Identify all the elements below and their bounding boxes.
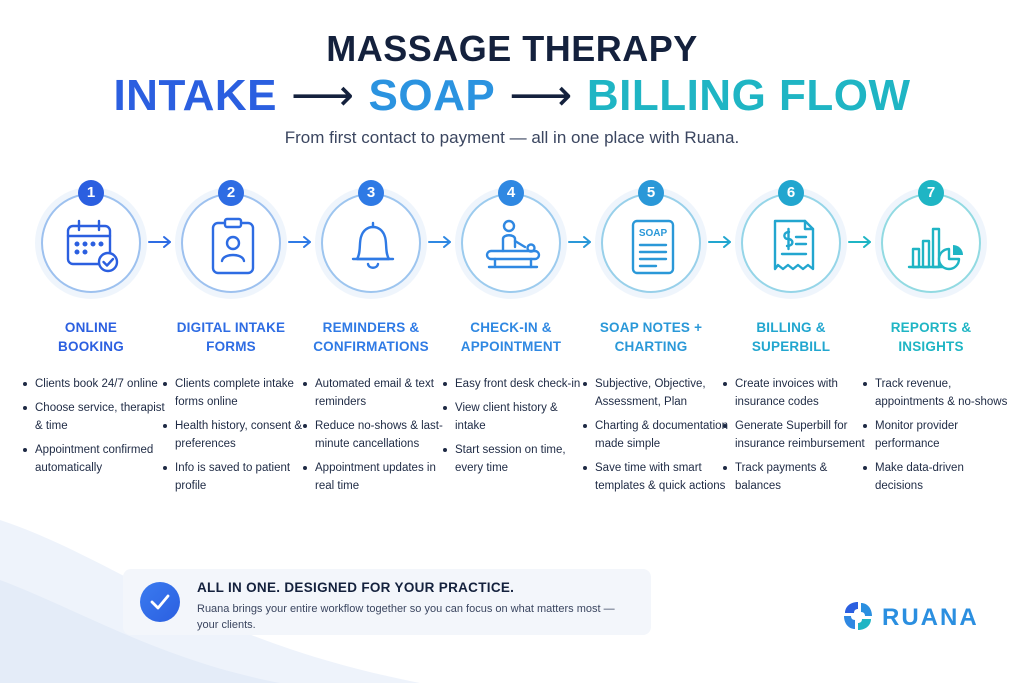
step-number-badge: 5: [638, 180, 664, 206]
headline-billing-flow: BILLING FLOW: [586, 71, 911, 120]
all-in-one-banner: ALL IN ONE. DESIGNED FOR YOUR PRACTICE. …: [123, 569, 651, 635]
list-item: Clients book 24/7 online: [21, 375, 171, 393]
step-bullet-list: Automated email & text reminders Reduce …: [301, 375, 451, 501]
step-bullet-list: Subjective, Objective, Assessment, Plan …: [581, 375, 731, 501]
massage-table-icon: [485, 219, 541, 269]
invoice-dollar-icon: [773, 219, 815, 271]
list-item: Choose service, therapist & time: [21, 399, 171, 435]
step-bullet-list: Clients book 24/7 online Choose service,…: [21, 375, 171, 483]
list-item: Automated email & text reminders: [301, 375, 451, 411]
page-headline: INTAKE ⟶ SOAP ⟶ BILLING FLOW: [0, 70, 1024, 121]
page-subtitle: From first contact to payment — all in o…: [284, 128, 740, 147]
step-title-line: INSIGHTS: [898, 339, 964, 354]
step-title-line: BILLING &: [756, 320, 826, 335]
flow-arrow-icon: [568, 236, 591, 248]
list-item: Generate Superbill for insurance reimbur…: [721, 417, 871, 453]
bar-pie-chart-icon: [907, 227, 963, 271]
step-icon-circle: SOAP: [601, 193, 701, 293]
step-icon-circle: [461, 193, 561, 293]
step-title: CHECK-IN & APPOINTMENT: [435, 318, 587, 356]
headline-arrow-2: ⟶: [509, 71, 573, 120]
step-bullet-list: Easy front desk check-in View client his…: [441, 375, 591, 483]
page-title: MASSAGE THERAPY: [326, 28, 698, 69]
flow-arrow-icon: [288, 236, 311, 248]
headline-intake: INTAKE: [113, 71, 277, 120]
list-item: Appointment confirmed automatically: [21, 441, 171, 477]
step-title-line: REPORTS &: [890, 320, 972, 335]
step-title: SOAP NOTES + CHARTING: [575, 318, 727, 356]
list-item: Track payments & balances: [721, 459, 871, 495]
step-number-badge: 6: [778, 180, 804, 206]
list-item: Make data-driven decisions: [861, 459, 1011, 495]
headline-arrow-1: ⟶: [290, 71, 355, 120]
calendar-check-icon: [66, 219, 119, 273]
flow-arrow-icon: [428, 236, 451, 248]
step-number-badge: 3: [358, 180, 384, 206]
list-item: Save time with smart templates & quick a…: [581, 459, 731, 495]
headline-soap: SOAP: [368, 71, 496, 120]
list-item: Create invoices with insurance codes: [721, 375, 871, 411]
step-title-line: BOOKING: [58, 339, 124, 354]
soap-document-icon: SOAP: [631, 219, 675, 275]
step-title: DIGITAL INTAKE FORMS: [155, 318, 307, 356]
list-item: Start session on time, every time: [441, 441, 591, 477]
flow-arrow-icon: [848, 236, 871, 248]
step-title: BILLING & SUPERBILL: [715, 318, 867, 356]
step-number-badge: 7: [918, 180, 944, 206]
list-item: Monitor provider performance: [861, 417, 1011, 453]
banner-title: ALL IN ONE. DESIGNED FOR YOUR PRACTICE.: [197, 580, 515, 595]
step-number-badge: 4: [498, 180, 524, 206]
ruana-logo: RUANA: [842, 600, 992, 634]
step-title-line: FORMS: [206, 339, 256, 354]
step-title: REMINDERS & CONFIRMATIONS: [295, 318, 447, 356]
step-title-line: ONLINE: [64, 320, 118, 335]
list-item: Track revenue, appointments & no-shows: [861, 375, 1011, 411]
step-title-line: APPOINTMENT: [460, 339, 562, 354]
step-title: REPORTS & INSIGHTS: [855, 318, 1007, 356]
id-badge-icon: [211, 217, 255, 275]
step-number-badge: 2: [218, 180, 244, 206]
step-icon-circle: [181, 193, 281, 293]
list-item: Appointment updates in real time: [301, 459, 451, 495]
step-title-line: SUPERBILL: [751, 339, 831, 354]
list-item: Clients complete intake forms online: [161, 375, 311, 411]
list-item: Subjective, Objective, Assessment, Plan: [581, 375, 731, 411]
step-icon-circle: [41, 193, 141, 293]
ruana-logo-icon: [844, 602, 872, 630]
list-item: Health history, consent & preferences: [161, 417, 311, 453]
checkmark-circle-icon: [140, 582, 180, 622]
step-bullet-list: Clients complete intake forms online Hea…: [161, 375, 311, 501]
banner-text: Ruana brings your entire workflow togeth…: [197, 603, 615, 631]
step-title-line: SOAP NOTES +: [599, 320, 703, 335]
step-number-badge: 1: [78, 180, 104, 206]
soap-label: SOAP: [639, 228, 668, 239]
step-title-line: CONFIRMATIONS: [313, 339, 429, 354]
step-title-line: CHARTING: [614, 339, 688, 354]
list-item: View client history & intake: [441, 399, 591, 435]
list-item: Reduce no-shows & last-minute cancellati…: [301, 417, 451, 453]
step-title-line: REMINDERS &: [322, 320, 420, 335]
list-item: Info is saved to patient profile: [161, 459, 311, 495]
flow-arrow-icon: [708, 236, 731, 248]
list-item: Easy front desk check-in: [441, 375, 591, 393]
step-bullet-list: Track revenue, appointments & no-shows M…: [861, 375, 1011, 501]
step-icon-circle: [321, 193, 421, 293]
step-title-line: CHECK-IN &: [470, 320, 552, 335]
step-title-line: DIGITAL INTAKE: [176, 320, 286, 335]
step-title: ONLINE BOOKING: [15, 318, 167, 356]
bell-icon: [351, 221, 395, 269]
ruana-logo-text: RUANA: [882, 604, 979, 631]
step-icon-circle: [881, 193, 981, 293]
flow-arrow-icon: [148, 236, 171, 248]
step-icon-circle: [741, 193, 841, 293]
step-bullet-list: Create invoices with insurance codes Gen…: [721, 375, 871, 501]
list-item: Charting & documentation made simple: [581, 417, 731, 453]
